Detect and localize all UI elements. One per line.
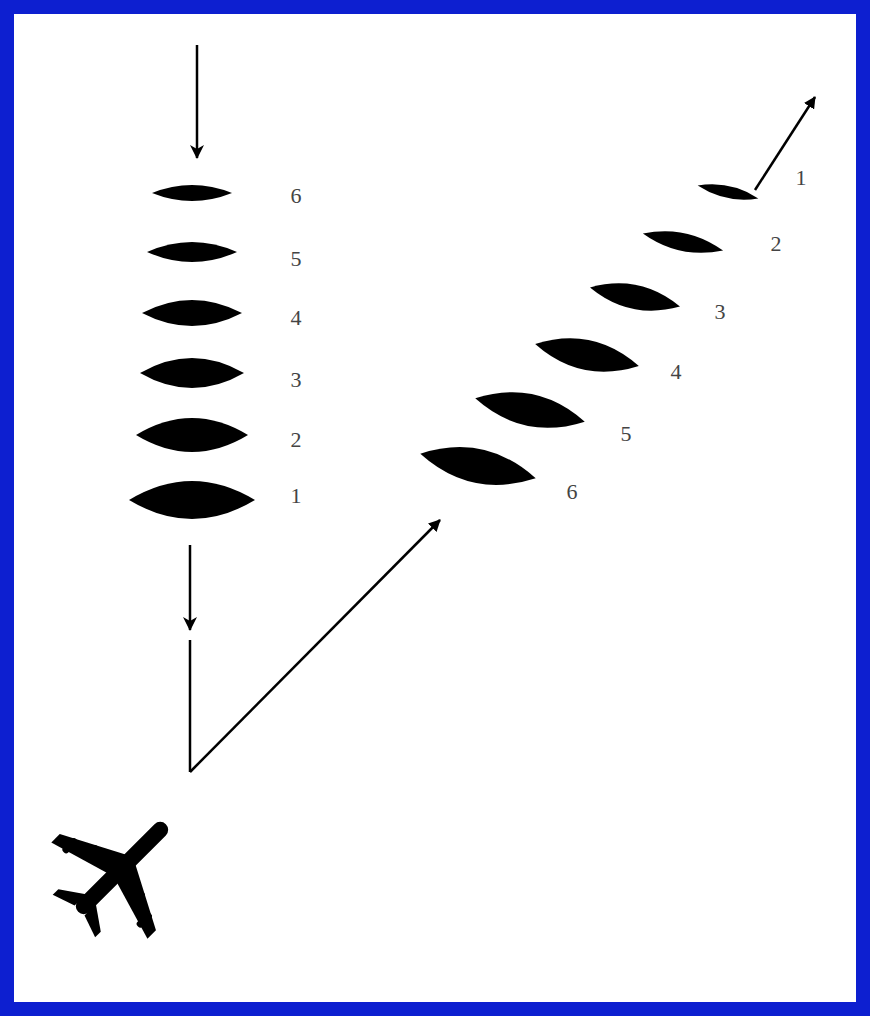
outgoing-arrow (190, 520, 440, 772)
outgoing-arrow (755, 97, 815, 190)
lens-shape (147, 242, 237, 262)
callout-number: 4 (671, 361, 682, 383)
callout-number: 5 (291, 248, 302, 270)
callout-number: 1 (796, 167, 807, 189)
callout-number: 6 (567, 481, 578, 503)
lens-shapes (129, 180, 760, 519)
callout-number: 3 (291, 369, 302, 391)
callout-number: 5 (621, 423, 632, 445)
lens-shape (472, 383, 588, 438)
incoming-arrow (189, 545, 192, 630)
lens-shape (696, 180, 759, 205)
lens-shape (152, 185, 232, 201)
callout-number: 2 (771, 233, 782, 255)
airplane (26, 776, 214, 964)
lens-shape (136, 418, 248, 452)
lens-shape (129, 481, 255, 519)
lens-shape (142, 300, 242, 326)
callout-number: 6 (291, 185, 302, 207)
lens-shape (588, 276, 683, 319)
callout-number: 3 (715, 301, 726, 323)
callout-number: 1 (291, 485, 302, 507)
lens-shape (532, 329, 642, 380)
lens-shape (417, 437, 539, 495)
lens-shape (140, 358, 244, 388)
callout-number: 2 (291, 429, 302, 451)
incoming-arrow (196, 45, 199, 158)
lens-shape (641, 225, 725, 260)
callout-number: 4 (291, 307, 302, 329)
path-line (189, 640, 192, 772)
